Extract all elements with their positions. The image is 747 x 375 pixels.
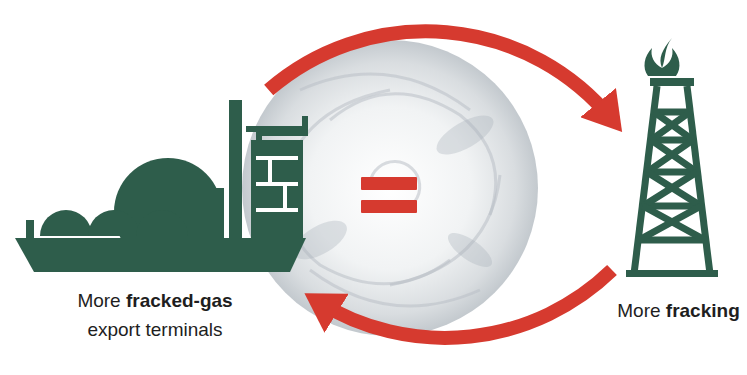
lng-terminal-icon (15, 100, 308, 272)
equals-sign (361, 177, 417, 213)
cycle-arrow (318, 270, 612, 338)
node-label: More fracked-gas export terminals (55, 286, 255, 344)
node-label: More fracking (612, 296, 745, 325)
cycle-arrow (269, 31, 612, 119)
fracking-node: More fracking (612, 40, 745, 335)
terminal-node: More fracked-gas export terminals (10, 90, 318, 348)
fracking-rig-icon (626, 38, 718, 277)
